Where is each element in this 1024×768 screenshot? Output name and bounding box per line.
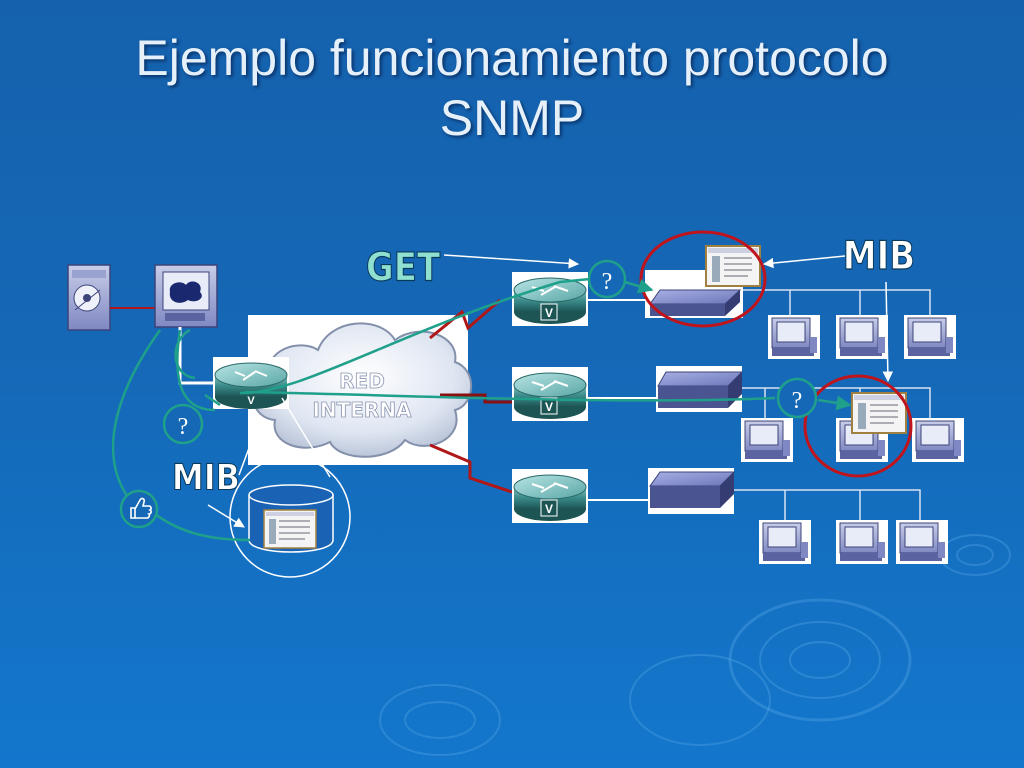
internal-network-cloud: RED INTERNA (252, 322, 473, 458)
workstation-icon[interactable] (836, 520, 888, 564)
thumbs-up-icon (130, 497, 152, 519)
query-mark-right: ? (792, 388, 803, 414)
water-ripple-decoration (379, 534, 1011, 756)
router-middle-badge: V (545, 400, 553, 414)
title-line-1: Ejemplo funcionamiento protocolo (135, 30, 889, 86)
workstation-icon[interactable] (741, 418, 793, 462)
mib-label-left: MIB (172, 457, 240, 498)
local-mib-database[interactable] (229, 397, 351, 578)
mib-arrow-top (762, 255, 846, 269)
mib-arrow-left (207, 504, 245, 528)
workstation-icon[interactable] (836, 315, 888, 359)
get-arrow (443, 254, 580, 269)
switch-middle[interactable] (656, 366, 744, 412)
highlight-ring-middle (803, 374, 913, 478)
query-mark-top: ? (602, 269, 613, 295)
management-station-icon[interactable] (154, 264, 218, 328)
cloud-label-line-2: INTERNA (312, 398, 412, 422)
query-bubble-right: ? (776, 377, 818, 419)
mib-document-middle[interactable] (851, 392, 907, 434)
query-bubble-top: ? (587, 259, 627, 299)
snmp-request-paths (111, 277, 852, 542)
workstation-icon[interactable] (768, 315, 820, 359)
query-bubble-left: ? (162, 403, 204, 445)
router-top-badge: V (545, 306, 553, 320)
router-bottom[interactable] (512, 469, 588, 523)
workstation-group (741, 315, 964, 564)
router-middle[interactable] (512, 367, 588, 421)
slide-title: Ejemplo funcionamiento protocolo SNMP (0, 28, 1024, 148)
server-icon[interactable] (67, 264, 111, 331)
workstation-icon[interactable] (759, 520, 811, 564)
mib-document-top[interactable] (705, 245, 761, 287)
workstation-icon[interactable] (896, 520, 948, 564)
thumbs-up-bubble (119, 489, 159, 529)
workstation-icon[interactable] (904, 315, 956, 359)
switch-bottom[interactable] (648, 468, 736, 514)
get-label: GET (366, 244, 440, 290)
title-line-2: SNMP (439, 90, 585, 146)
cloud-label-line-1: RED (339, 369, 385, 393)
mib-label-right: MIB (843, 233, 915, 279)
router-bottom-badge: V (545, 502, 553, 516)
query-mark-left: ? (178, 414, 189, 440)
router-left-badge: V (247, 395, 255, 407)
mib-arrow-down (882, 281, 894, 383)
workstation-icon[interactable] (912, 418, 964, 462)
